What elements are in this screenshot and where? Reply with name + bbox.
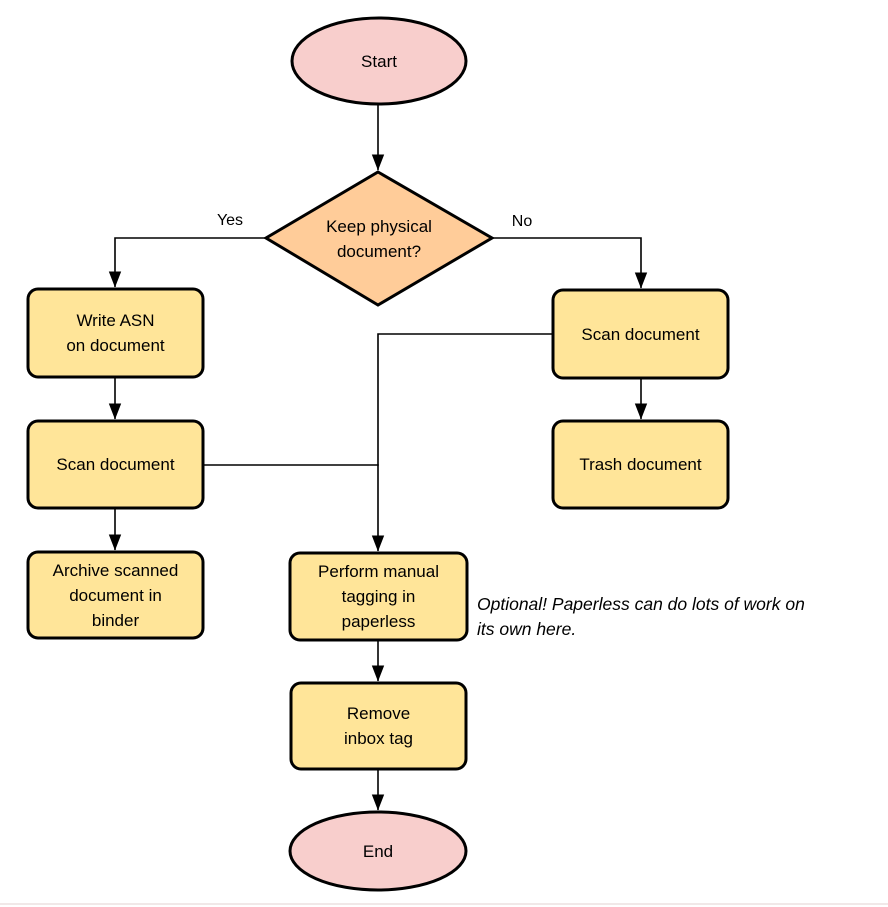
edges — [108, 104, 648, 811]
decision-node-shape — [263, 170, 495, 307]
end-node-shape — [288, 810, 468, 892]
edge-scan-right-to-tagging — [371, 333, 553, 552]
remove-inbox-node-shape — [289, 681, 468, 771]
bottom-divider — [0, 903, 888, 905]
edge-decision-yes-to-write-asn — [108, 237, 266, 288]
write-asn-node-shape — [26, 287, 205, 379]
scan-right-node-shape — [551, 288, 730, 380]
start-node-shape — [290, 16, 468, 106]
tagging-node-shape — [288, 551, 469, 642]
trash-node-shape — [551, 419, 730, 510]
archive-node-shape — [26, 550, 205, 640]
edge-decision-no-to-scan-right — [492, 237, 648, 289]
scan-left-node-shape — [26, 419, 205, 510]
node-shapes — [26, 16, 730, 892]
